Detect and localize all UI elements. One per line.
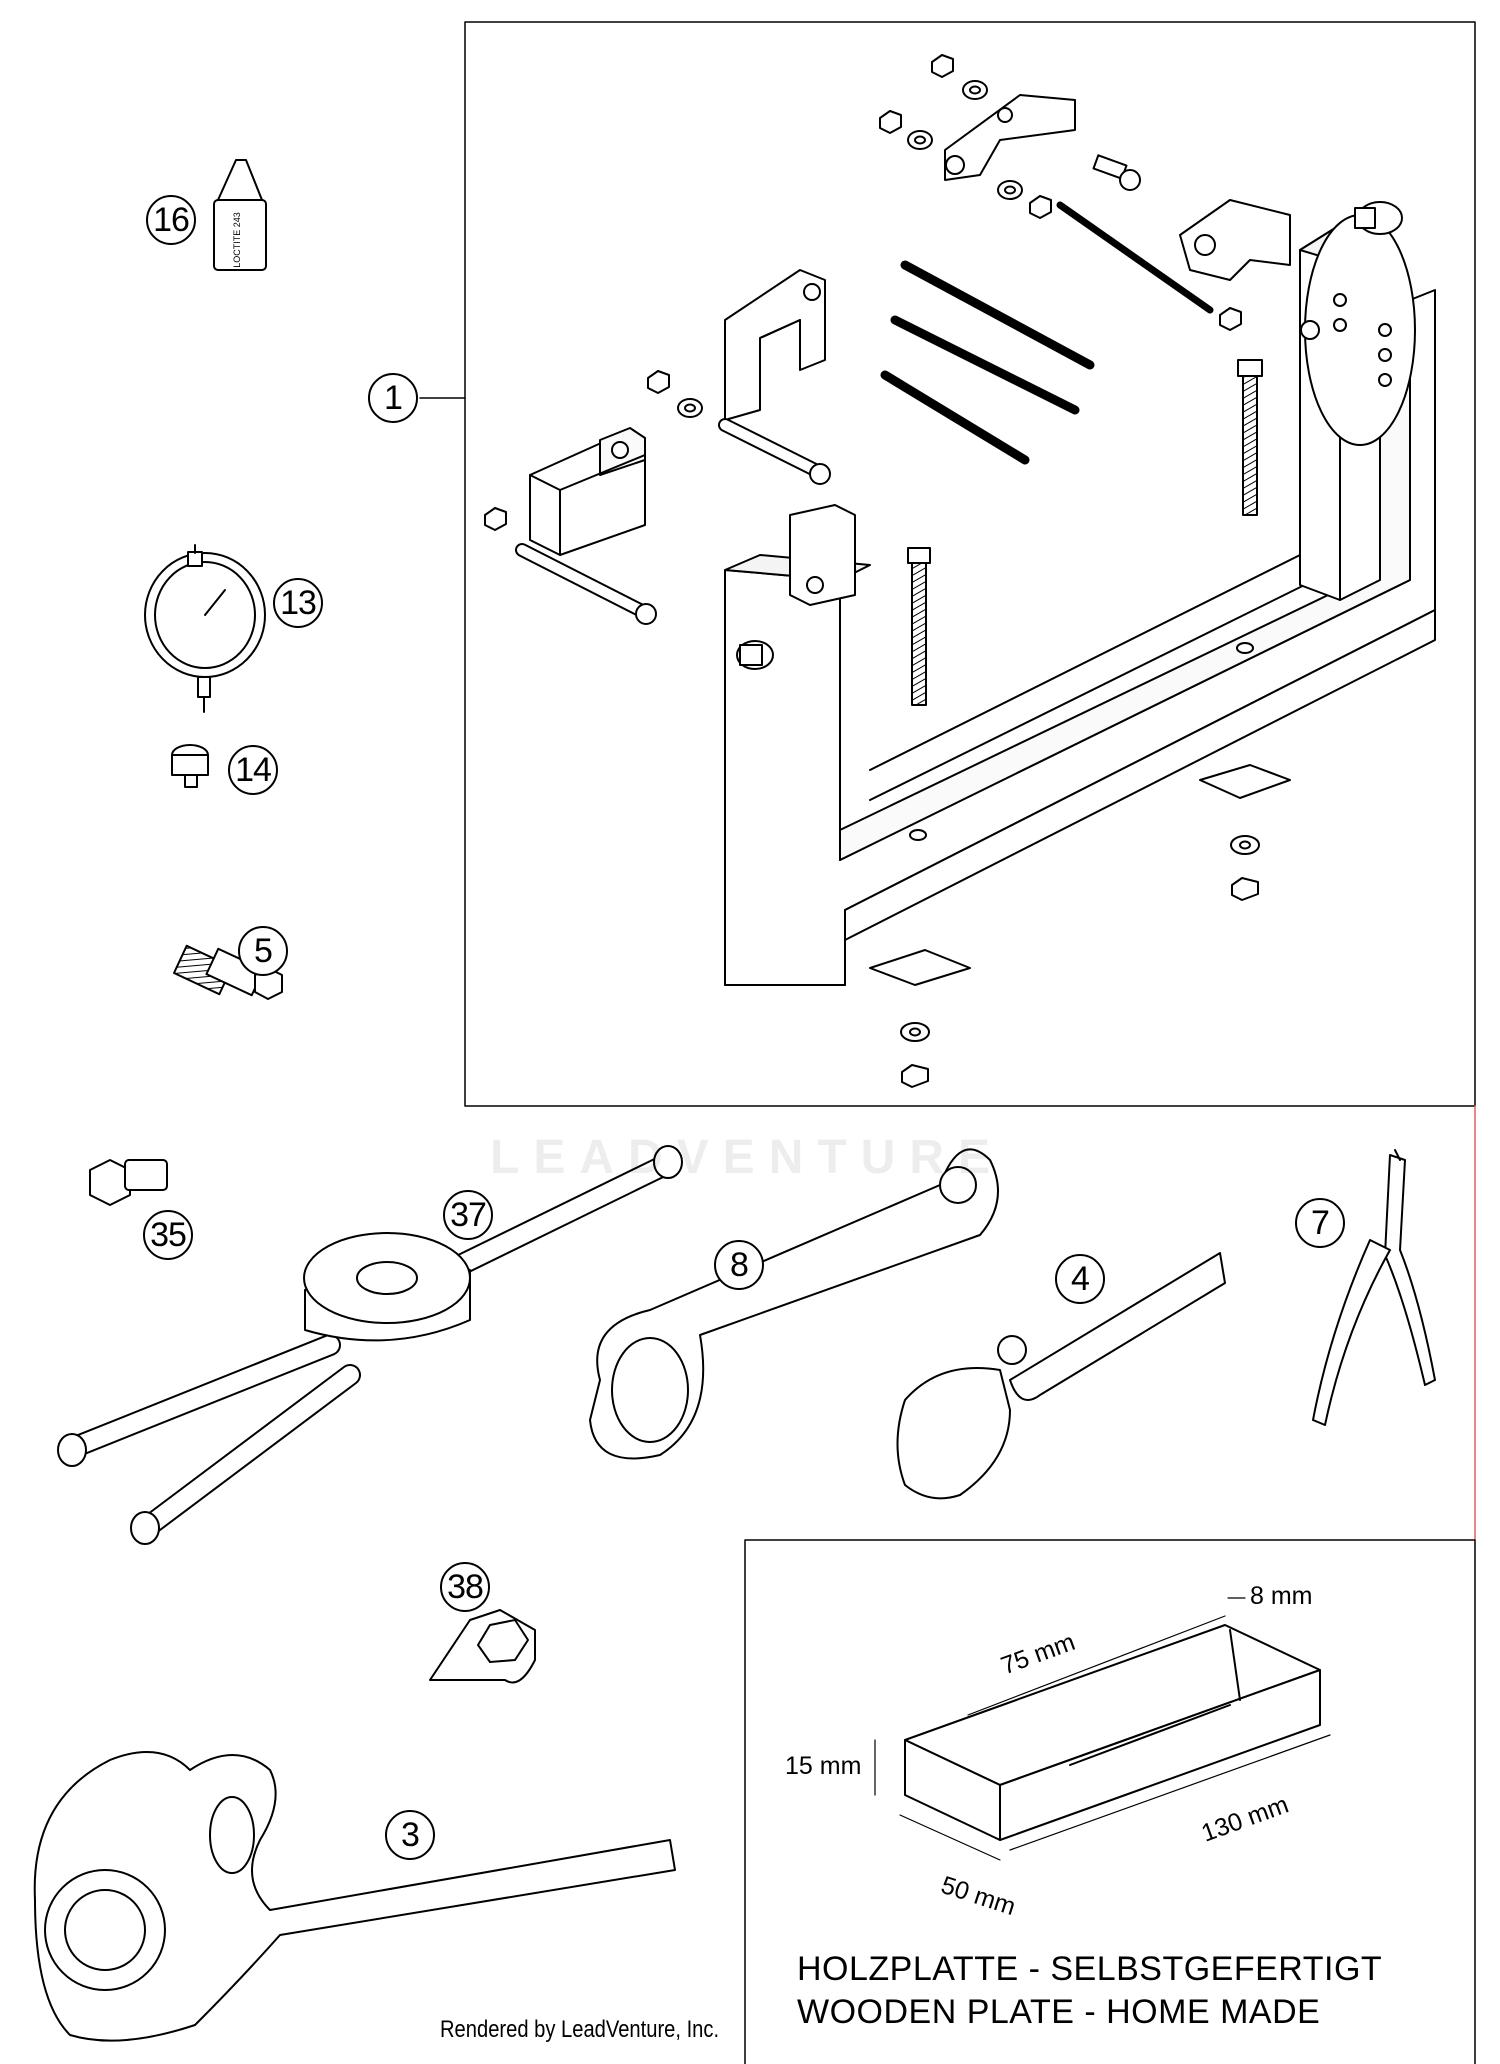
- nuts-and-washers: [484, 54, 1291, 1088]
- render-credit: Rendered by LeadVenture, Inc.: [440, 2016, 720, 2043]
- callout-5: 5: [238, 926, 288, 976]
- part-35-nut: [89, 1159, 168, 1206]
- dial-gauge-adapter: [171, 744, 209, 788]
- wooden-plate-drawing: [904, 1624, 1321, 1841]
- dimension-8mm: 8 mm: [1250, 1582, 1313, 1610]
- caption-german: HOLZPLATTE - SELBSTGEFERTIGT: [797, 1950, 1383, 1988]
- dimension-15mm: 15 mm: [785, 1752, 862, 1780]
- assembly-1-frame-box: [464, 21, 1476, 1107]
- circlip-pliers: [1312, 1149, 1436, 1426]
- dial-gauge: [144, 544, 266, 713]
- callout-35: 35: [143, 1210, 193, 1260]
- holding-spanner-3: [33, 1751, 676, 2042]
- loctite-tube: LOCTITE 243: [213, 159, 267, 271]
- crankshaft-locking-tool: [57, 1145, 683, 1545]
- hook-wrench-4: [896, 1252, 1226, 1500]
- engine-stand: [724, 199, 1436, 986]
- watermark: LEADVENTURE: [490, 1131, 1005, 1184]
- callout-16: 16: [146, 195, 196, 245]
- holding-wrench-8: [589, 1148, 999, 1460]
- callout-38: 38: [440, 1562, 490, 1612]
- part-38-plate: [429, 1609, 536, 1684]
- callout-7: 7: [1295, 1198, 1345, 1248]
- callout-37: 37: [443, 1190, 493, 1240]
- stand-brackets: [515, 94, 1214, 625]
- callout-14: 14: [228, 745, 278, 795]
- caption-english: WOODEN PLATE - HOME MADE: [797, 1993, 1321, 2031]
- dimension-lines: [874, 1597, 1331, 1861]
- callout-3: 3: [385, 1810, 435, 1860]
- callout-13: 13: [273, 578, 323, 628]
- callout-8: 8: [714, 1240, 764, 1290]
- wooden-plate-box: [744, 1539, 1476, 2064]
- callout-4: 4: [1055, 1254, 1105, 1304]
- callout-1: 1: [368, 373, 418, 423]
- loctite-label: LOCTITE 243: [232, 212, 242, 268]
